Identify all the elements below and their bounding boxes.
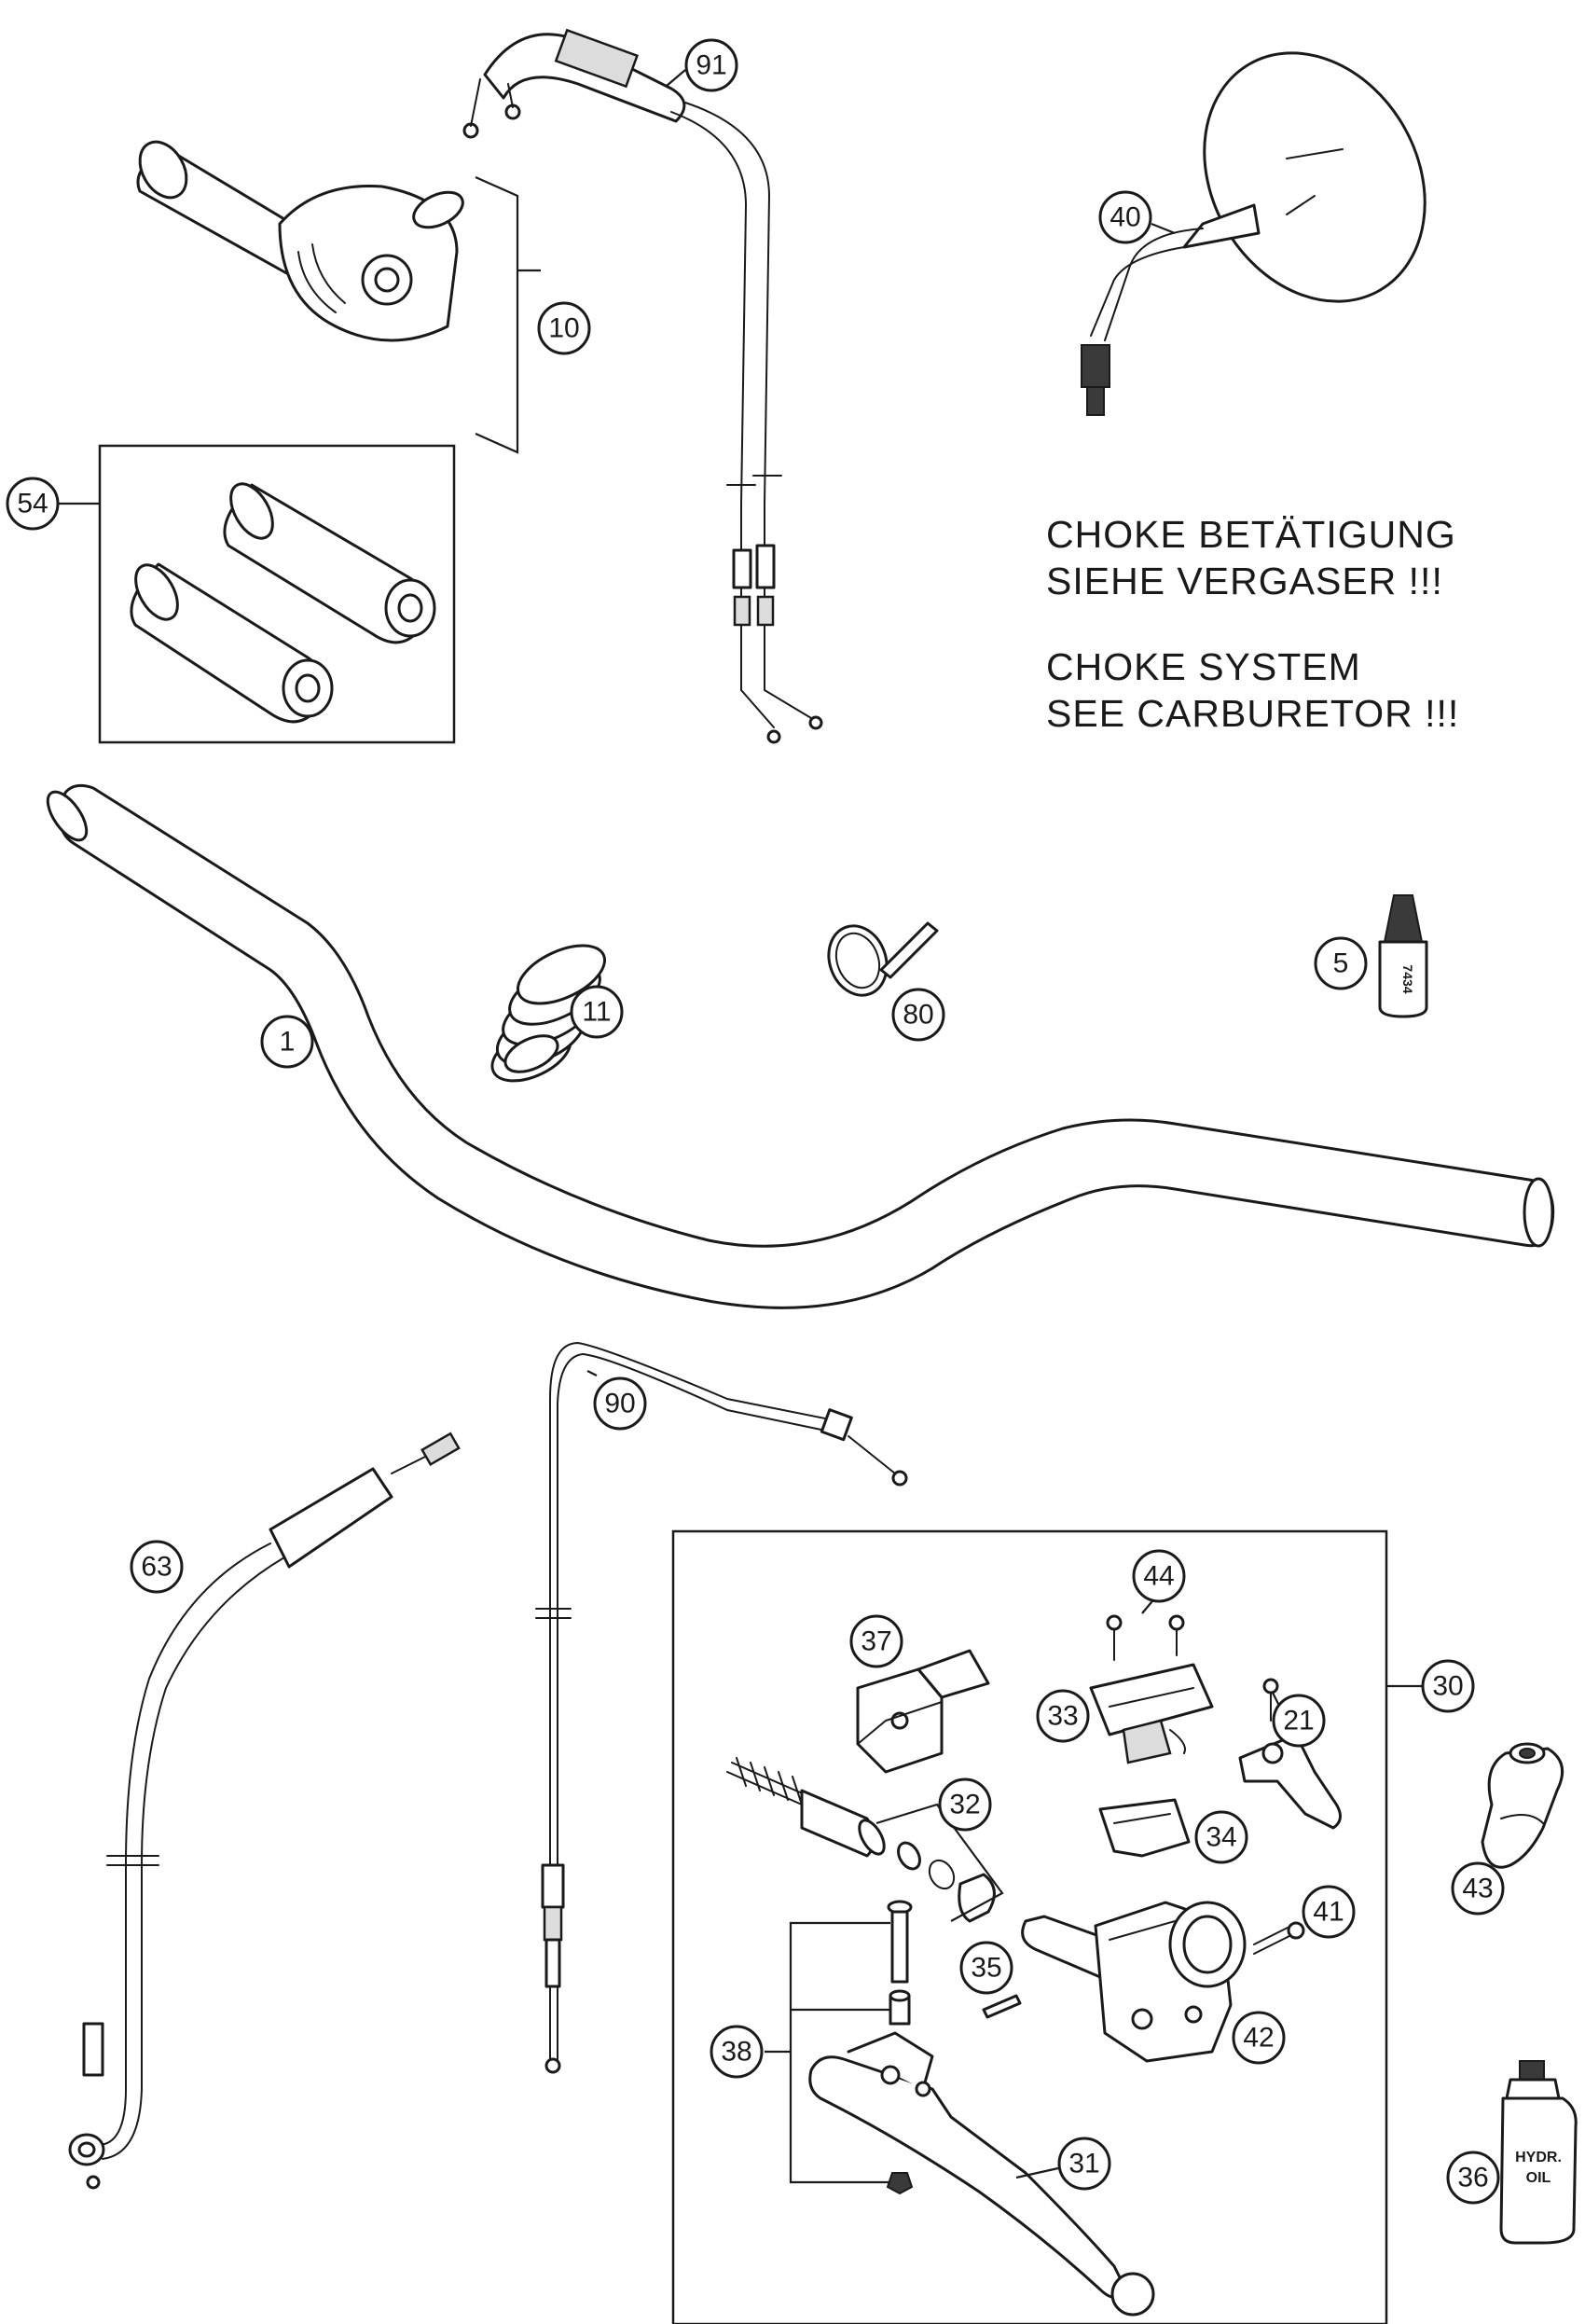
lever-21 bbox=[1238, 1678, 1342, 1830]
loctite-label: 7434 bbox=[1400, 964, 1415, 993]
grip-rear bbox=[223, 482, 436, 644]
svg-text:31: 31 bbox=[1068, 2149, 1099, 2179]
svg-text:5: 5 bbox=[1333, 948, 1349, 979]
throttle-cable-pair bbox=[462, 28, 823, 744]
callout-91: 91 bbox=[684, 38, 738, 92]
callout-44: 44 bbox=[1132, 1549, 1186, 1603]
loctite-bottle: 7434 bbox=[1378, 894, 1428, 1018]
svg-text:40: 40 bbox=[1110, 202, 1140, 233]
pin-35 bbox=[982, 1994, 1022, 2019]
svg-text:43: 43 bbox=[1462, 1874, 1493, 1904]
svg-text:32: 32 bbox=[949, 1790, 980, 1820]
callout-38: 38 bbox=[710, 2025, 764, 2079]
callout-21: 21 bbox=[1272, 1694, 1326, 1748]
callout-80: 80 bbox=[891, 988, 945, 1042]
brake-lever-31 bbox=[808, 2031, 1155, 2317]
svg-text:34: 34 bbox=[1206, 1822, 1236, 1853]
throttle-grip-assembly bbox=[136, 140, 464, 342]
callout-10: 10 bbox=[537, 301, 591, 355]
svg-text:35: 35 bbox=[971, 1953, 1001, 1984]
hydraulic-oil-bottle: HYDR. OIL bbox=[1499, 2060, 1578, 2245]
callout-31: 31 bbox=[1057, 2137, 1111, 2191]
callout-42: 42 bbox=[1232, 2011, 1286, 2065]
choke-note-german: CHOKE BETÄTIGUNG SIEHE VERGASER !!! bbox=[1046, 511, 1456, 604]
svg-text:38: 38 bbox=[721, 2037, 751, 2068]
callout-34: 34 bbox=[1194, 1810, 1248, 1864]
screws-44 bbox=[1106, 1614, 1185, 1661]
callout-90: 90 bbox=[593, 1376, 647, 1431]
svg-text:41: 41 bbox=[1313, 1897, 1344, 1928]
control-cable-90 bbox=[535, 1341, 908, 2074]
svg-text:1: 1 bbox=[280, 1027, 296, 1058]
svg-text:42: 42 bbox=[1243, 2023, 1274, 2054]
callout-41: 41 bbox=[1302, 1885, 1356, 1939]
choke-note-de-line2: SIEHE VERGASER !!! bbox=[1046, 560, 1443, 602]
grip-front bbox=[130, 562, 334, 724]
cable-tie bbox=[827, 921, 939, 997]
svg-text:21: 21 bbox=[1283, 1706, 1314, 1736]
screw-41 bbox=[1253, 1921, 1305, 1955]
master-cylinder-42 bbox=[1021, 1901, 1247, 2063]
choke-note-english: CHOKE SYSTEM SEE CARBURETOR !!! bbox=[1046, 643, 1459, 737]
svg-text:91: 91 bbox=[696, 50, 726, 81]
callout-1: 1 bbox=[260, 1015, 314, 1069]
svg-text:54: 54 bbox=[17, 489, 48, 519]
svg-text:11: 11 bbox=[582, 997, 611, 1028]
grips-kit-box bbox=[98, 444, 456, 744]
callout-54: 54 bbox=[6, 477, 60, 531]
mirror-clamp-43 bbox=[1481, 1742, 1564, 1869]
svg-text:10: 10 bbox=[548, 313, 579, 344]
choke-note-de-line1: CHOKE BETÄTIGUNG bbox=[1046, 513, 1456, 556]
callout-43: 43 bbox=[1451, 1861, 1505, 1916]
clamp-37 bbox=[856, 1649, 990, 1774]
svg-text:33: 33 bbox=[1047, 1701, 1078, 1732]
bracket-34 bbox=[1098, 1798, 1191, 1858]
callout-33: 33 bbox=[1036, 1689, 1090, 1743]
svg-text:36: 36 bbox=[1457, 2163, 1488, 2193]
handlebar bbox=[46, 783, 1555, 1309]
oil-label-line1: HYDR. bbox=[1515, 2150, 1562, 2165]
mirror bbox=[1081, 51, 1426, 416]
svg-text:30: 30 bbox=[1432, 1671, 1463, 1702]
callout-63: 63 bbox=[130, 1540, 184, 1594]
pivot-parts-38 bbox=[886, 1900, 914, 2195]
callout-11: 11 bbox=[570, 985, 624, 1039]
brake-master-cylinder-kit-box bbox=[671, 1529, 1388, 2324]
reservoir-cover-33 bbox=[1089, 1663, 1214, 1764]
callout-35: 35 bbox=[959, 1941, 1013, 1995]
svg-text:44: 44 bbox=[1143, 1561, 1174, 1592]
handlebar-pad-bellows bbox=[490, 944, 607, 1083]
callout-32: 32 bbox=[938, 1778, 992, 1832]
callout-37: 37 bbox=[849, 1614, 903, 1668]
cable-63 bbox=[68, 1432, 461, 2190]
choke-note-en-line1: CHOKE SYSTEM bbox=[1046, 645, 1361, 688]
callout-5: 5 bbox=[1314, 936, 1368, 990]
svg-text:80: 80 bbox=[903, 1000, 933, 1031]
piston-kit-32 bbox=[726, 1757, 1004, 1923]
svg-text:90: 90 bbox=[604, 1389, 635, 1419]
choke-note-en-line2: SEE CARBURETOR !!! bbox=[1046, 692, 1460, 735]
oil-label-line2: OIL bbox=[1526, 2170, 1551, 2186]
callout-30: 30 bbox=[1421, 1659, 1475, 1713]
svg-text:63: 63 bbox=[141, 1552, 172, 1583]
svg-text:37: 37 bbox=[861, 1626, 891, 1657]
callout-36: 36 bbox=[1446, 2151, 1500, 2205]
callout-40: 40 bbox=[1098, 190, 1152, 244]
